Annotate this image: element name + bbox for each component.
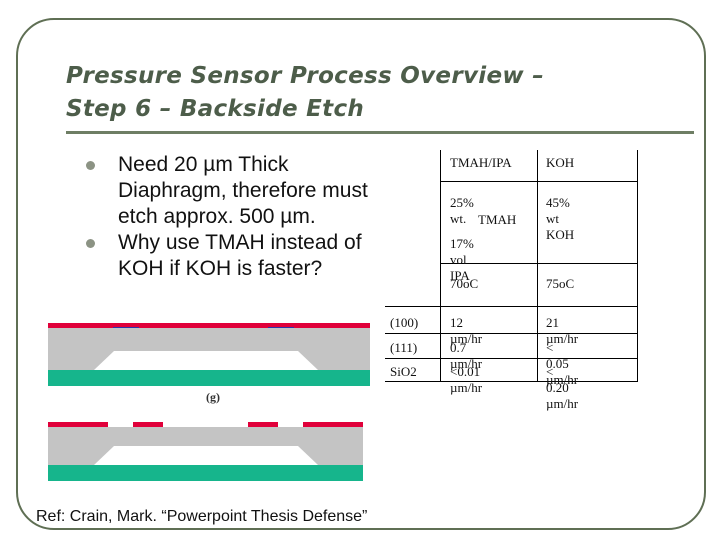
header-tmah: TMAH/IPA — [450, 155, 512, 170]
top-oxide-layer — [48, 323, 370, 328]
row-label-100: (100) — [390, 315, 419, 330]
bottom-layer — [48, 465, 363, 481]
rate-koh-sio2: < 0.20 µm/hr — [546, 364, 579, 411]
table-rule-111 — [385, 358, 637, 359]
rate-tmah-111: 0.7 µm/hr — [450, 340, 483, 371]
rate-koh-100: 21 µm/hr — [546, 315, 579, 346]
conc-koh: 45% wt KOH — [546, 195, 575, 242]
table-rule-temp — [385, 306, 637, 307]
cross-section-after-etch — [48, 422, 363, 481]
bullet-text: Why use TMAH instead of KOH if KOH is fa… — [118, 231, 362, 280]
temp-koh: 75oC — [546, 276, 575, 291]
ipa-concentration: 17% vol IPA — [450, 236, 474, 283]
reference-citation: Ref: Crain, Mark. “Powerpoint Thesis Def… — [36, 508, 368, 525]
title-line-2: Step 6 – Backside Etch — [66, 96, 365, 122]
bullet-text: Need 20 µm Thick Diaphragm, therefore mu… — [118, 153, 368, 228]
row-label-111: (111) — [390, 340, 418, 355]
table-divider-left — [440, 150, 441, 382]
bullet-list: Need 20 µm Thick Diaphragm, therefore mu… — [86, 152, 386, 282]
header-koh: KOH — [546, 155, 575, 170]
oxide-pad — [133, 422, 163, 427]
row-label-sio2: SiO2 — [390, 364, 417, 379]
bullet-item: Need 20 µm Thick Diaphragm, therefore mu… — [86, 152, 386, 230]
title-line-1: Pressure Sensor Process Overview – — [66, 63, 545, 89]
table-divider-middle — [537, 150, 538, 382]
rate-tmah-100: 12 µm/hr — [450, 315, 483, 346]
slide-frame — [16, 18, 706, 530]
oxide-pad — [48, 422, 108, 427]
rate-tmah-sio2: <0.01 µm/hr — [450, 364, 483, 395]
conc-tmah-line2: TMAH — [478, 212, 517, 227]
etched-cavity — [94, 351, 318, 370]
table-rule-bottom — [385, 381, 637, 382]
table-rule-100 — [385, 333, 637, 334]
bullet-dot-icon — [86, 239, 95, 248]
cross-section-before-etch — [48, 323, 370, 386]
oxide-pad — [248, 422, 278, 427]
table-rule-conc — [440, 263, 637, 264]
bullet-item: Why use TMAH instead of KOH if KOH is fa… — [86, 230, 386, 282]
rate-koh-111: < 0.05 µm/hr — [546, 340, 579, 387]
title-divider — [66, 131, 694, 134]
etched-cavity — [94, 446, 318, 465]
conc-tmah-line1: 25% wt. — [450, 195, 474, 226]
oxide-pad — [303, 422, 363, 427]
temp-tmah: 70oC — [450, 276, 479, 291]
table-divider-right — [637, 150, 638, 382]
bottom-layer — [48, 370, 370, 386]
bullet-dot-icon — [86, 161, 95, 170]
step-label: (g) — [206, 390, 220, 404]
slide-title: Pressure Sensor Process Overview – Step … — [66, 60, 686, 126]
table-rule-header — [440, 181, 637, 182]
